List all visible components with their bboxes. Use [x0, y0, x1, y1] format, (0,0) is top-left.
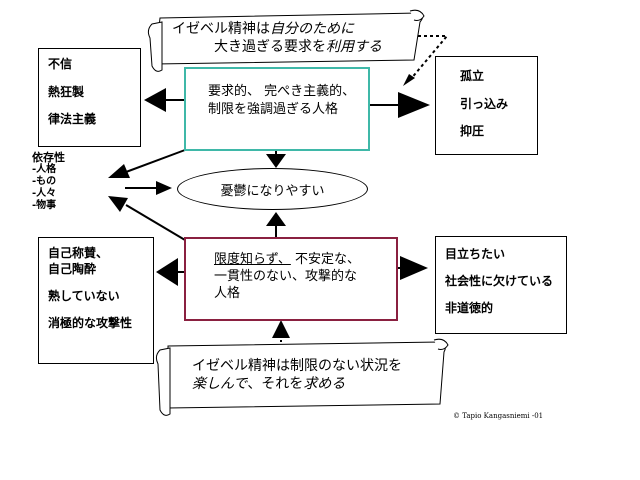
- dependency-label-line: -人々: [32, 188, 57, 199]
- dependency-label-line: -人格: [32, 164, 57, 175]
- dependency-label-line: -物事: [32, 200, 57, 211]
- left-bottom-box: 自己称賛、 自己陶酔 熟していない 消極的な攻撃性: [38, 237, 154, 364]
- arrow-bottom-to-left: [156, 258, 185, 286]
- bottom-scroll-banner: [155, 338, 449, 416]
- right-bottom-item: 目立ちたい: [445, 247, 506, 261]
- right-bottom-box: 目立ちたい 社会性に欠けている 非道徳的: [435, 236, 567, 334]
- right-top-item: 孤立: [460, 69, 485, 83]
- left-bottom-item: 自己陶酔: [48, 262, 97, 276]
- bottom-banner-text: イゼベル精神は制限のない状況を 楽しんで、それを求める: [192, 357, 402, 393]
- arrow-top-to-ellipse: [266, 149, 286, 168]
- top-scroll-banner: [147, 9, 425, 72]
- right-bottom-item: 非道徳的: [445, 301, 494, 315]
- dotted-pointer: [403, 35, 450, 86]
- left-bottom-item: 自己称賛、: [48, 246, 109, 260]
- center-bottom-line2: 一貫性のない、攻撃的な: [214, 269, 358, 284]
- left-top-item: 律法主義: [48, 112, 97, 126]
- ellipse-label: 憂鬱になりやすい: [220, 183, 325, 199]
- right-top-item: 引っ込み: [460, 97, 509, 111]
- left-top-box: 不信 熱狂製 律法主義: [38, 48, 141, 147]
- top-banner-line1-a: イゼベル精神は: [172, 21, 270, 37]
- right-top-item: 抑圧: [460, 124, 485, 138]
- center-bottom-line3: 人格: [214, 286, 241, 301]
- bottom-pointer: [272, 320, 290, 342]
- copyright-text: © Tapio Kangasniemi -01: [453, 412, 544, 420]
- left-top-item: 熱狂製: [48, 85, 85, 99]
- arrow-top-to-label: [108, 149, 186, 178]
- bottom-banner-line2-a: 楽しんで: [192, 376, 248, 392]
- top-banner-text: イゼベル精神は自分のために 大き過ぎる要求を利用する: [172, 20, 382, 56]
- bottom-banner-line2-c: 求める: [303, 376, 346, 392]
- center-bottom-line1: 限度知らず、 不安定な、: [214, 251, 360, 268]
- arrow-top-to-right: [370, 92, 430, 118]
- left-bottom-item: 熟していない: [48, 289, 120, 303]
- center-top-line1: 要求的、 完ぺき主義的、: [208, 84, 356, 99]
- arrow-bottom-to-ellipse: [266, 212, 286, 237]
- arrow-top-to-left: [144, 88, 185, 112]
- center-top-line2: 制限を強調過ぎる人格: [208, 102, 339, 117]
- center-bottom-box: 限度知らず、 不安定な、 一貫性のない、攻撃的な 人格: [184, 237, 398, 321]
- depression-ellipse: 憂鬱になりやすい: [177, 168, 368, 210]
- center-top-box: 要求的、 完ぺき主義的、 制限を強調過ぎる人格: [184, 67, 370, 151]
- top-banner-line2-a: 大き過ぎる要求を: [214, 39, 326, 55]
- dependency-label-line: -もの: [32, 176, 57, 187]
- center-bottom-line1-a: 限度知らず、: [214, 252, 291, 267]
- left-top-item: 不信: [48, 57, 73, 71]
- dependency-label: 依存性 -人格 -もの -人々 -物事: [32, 152, 65, 212]
- right-top-box: 孤立 引っ込み 抑圧: [435, 56, 538, 155]
- dependency-label-line: 依存性: [32, 151, 65, 164]
- top-banner-line1-b: 自分のために: [270, 21, 354, 37]
- bottom-banner-line2-b: 、それを: [247, 376, 304, 392]
- center-bottom-line1-b: 不安定な、: [294, 252, 360, 267]
- left-bottom-item: 消極的な攻撃性: [48, 316, 133, 330]
- arrow-ellipse-to-label: [125, 181, 172, 195]
- right-bottom-item: 社会性に欠けている: [445, 274, 554, 288]
- arrow-bottom-to-label: [108, 196, 186, 241]
- bottom-banner-line1: イゼベル精神は制限のない状況を: [192, 358, 402, 374]
- top-banner-line2-b: 利用する: [326, 39, 382, 55]
- arrow-bottom-to-right: [398, 256, 428, 280]
